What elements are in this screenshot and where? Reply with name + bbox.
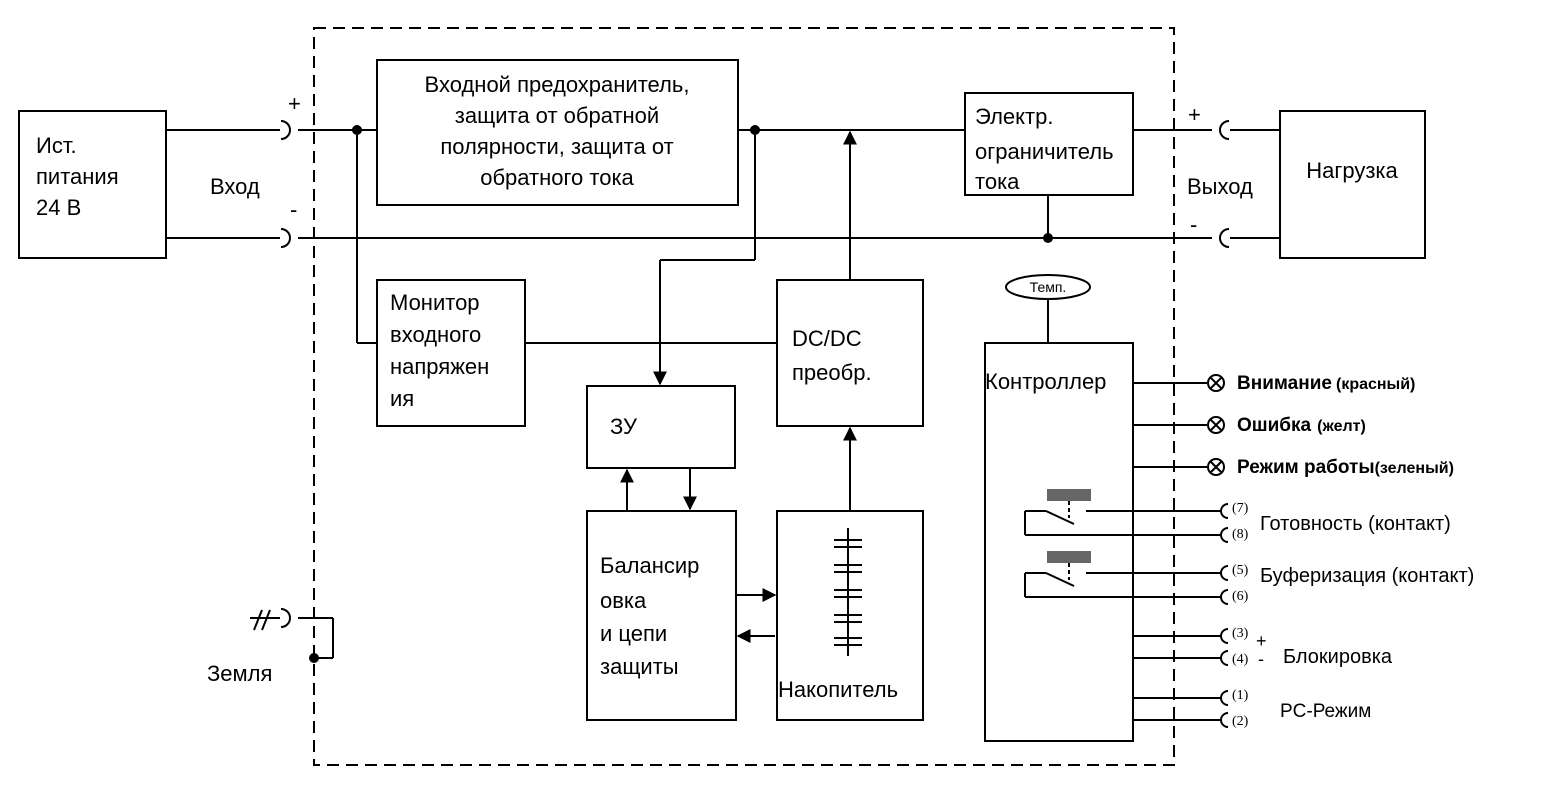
source-line-3: 24 В (36, 195, 81, 220)
temp-sensor: Темп. (1005, 274, 1091, 300)
load-block: Нагрузка (1279, 110, 1426, 259)
load-label: Нагрузка (1306, 158, 1398, 183)
input-minus-sign: - (290, 197, 297, 222)
input-protection-line-4: обратного тока (480, 165, 634, 190)
input-protection-block: Входной предохранитель, защита от обратн… (376, 59, 739, 206)
balancing-line-3: и цепи (600, 621, 667, 646)
pin-5: (5) (1232, 563, 1249, 578)
output-minus-sign: - (1190, 212, 1197, 237)
pin-6: (6) (1232, 589, 1249, 604)
junction-dot (1043, 233, 1053, 243)
balancing-line-2: овка (600, 588, 647, 613)
buffering-relay: (5) (6) Буферизация (контакт) (1024, 551, 1474, 605)
ready-contact-label: Готовность (контакт) (1260, 513, 1451, 535)
pin-2: (2) (1232, 714, 1249, 729)
input-monitor-block: Монитор входного напряжен ия (376, 279, 526, 427)
pc-mode-label: PC-Режим (1280, 701, 1371, 722)
monitor-line-3: напряжен (390, 354, 489, 379)
buffering-contact-label: Буферизация (контакт) (1260, 565, 1474, 587)
dcdc-block: DC/DC преобр. (776, 279, 924, 427)
limiter-line-2: ограничитель (975, 139, 1114, 164)
indicator-error-name: Ошибка (1237, 415, 1312, 436)
balancing-line-1: Балансир (600, 553, 699, 578)
ground-label: Земля (207, 661, 272, 686)
input-protection-line-3: полярности, защита от (440, 134, 673, 159)
output-label: Выход (1187, 174, 1253, 199)
lock-minus-sign: - (1258, 649, 1264, 669)
svg-text:Внимание(красный): Внимание(красный) (1237, 373, 1415, 394)
junction-dot (309, 653, 319, 663)
indicator-attention-color: (красный) (1336, 376, 1415, 393)
storage-block: Накопитель (776, 510, 924, 721)
pin-3: (3) (1232, 626, 1249, 641)
indicator-attention-name: Внимание (1237, 373, 1332, 394)
output-plus-sign: + (1188, 102, 1201, 127)
pin-7: (7) (1232, 501, 1249, 516)
pin-8: (8) (1232, 527, 1249, 542)
indicator-operation: Режим работы(зеленый) (1133, 457, 1454, 478)
pc-mode-input: (1) (2) PC-Режим (1133, 688, 1371, 729)
input-protection-line-2: защита от обратной (455, 103, 659, 128)
limiter-line-3: тока (975, 169, 1020, 194)
svg-text:Режим работы(зеленый): Режим работы(зеленый) (1237, 457, 1454, 478)
lock-plus-sign: + (1256, 631, 1267, 651)
current-limiter-block: Электр. ограничитель тока (964, 92, 1134, 196)
lock-label: Блокировка (1283, 646, 1393, 668)
dcdc-line-1: DC/DC (792, 326, 862, 351)
limiter-line-1: Электр. (975, 104, 1053, 129)
indicator-operation-color: (зеленый) (1375, 460, 1454, 477)
wires (166, 129, 1280, 659)
controller-label: Контроллер (985, 369, 1106, 394)
junction-dot (352, 125, 362, 135)
pin-4: (4) (1232, 652, 1249, 667)
capacitor-stack-icon (834, 528, 862, 656)
module-boundary (313, 27, 1175, 766)
svg-text:Ошибка(желт): Ошибка (желт) (1237, 415, 1366, 436)
lock-input: (3) (4) + - Блокировка (1133, 626, 1393, 669)
ready-relay: (7) (8) Готовность (контакт) (1024, 489, 1451, 543)
temp-sensor-label: Темп. (1030, 279, 1067, 295)
balancing-block: Балансир овка и цепи защиты (586, 510, 737, 721)
power-source-block: Ист. питания 24 В (18, 110, 167, 259)
output-terminals (1219, 120, 1230, 248)
balancing-line-4: защиты (600, 654, 679, 679)
monitor-line-1: Монитор (390, 290, 480, 315)
storage-label: Накопитель (778, 677, 898, 702)
dcdc-line-2: преобр. (792, 360, 872, 385)
indicator-error-color: (желт) (1317, 418, 1366, 435)
monitor-line-2: входного (390, 322, 481, 347)
pin-1: (1) (1232, 688, 1249, 703)
input-terminals (280, 120, 291, 628)
input-label: Вход (210, 174, 260, 199)
monitor-line-4: ия (390, 386, 414, 411)
input-protection-line-1: Входной предохранитель, (425, 72, 690, 97)
controller-block: Контроллер (984, 342, 1134, 742)
input-plus-sign: + (288, 91, 301, 116)
source-line-2: питания (36, 164, 119, 189)
indicator-operation-name: Режим работы (1237, 457, 1375, 478)
indicator-error: Ошибка (желт) (1133, 415, 1366, 436)
charger-label: ЗУ (610, 414, 638, 439)
charger-block: ЗУ (586, 385, 736, 469)
ground-icon (250, 609, 280, 631)
indicator-attention: Внимание(красный) (1133, 373, 1415, 394)
junction-dot (750, 125, 760, 135)
source-line-1: Ист. (36, 133, 77, 158)
